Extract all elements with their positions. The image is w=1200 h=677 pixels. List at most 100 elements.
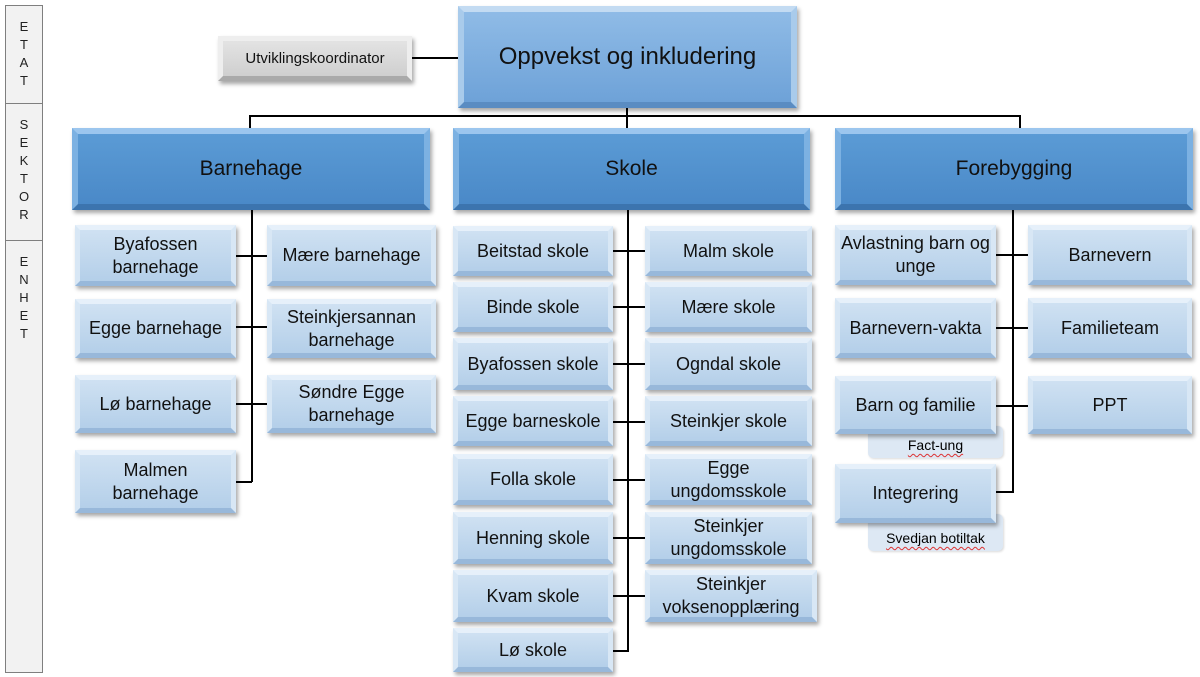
unit-label: Byafossen skole: [467, 353, 599, 374]
connector: [613, 306, 645, 308]
connector: [996, 327, 1028, 329]
unit-label: Byafossen barnehage: [112, 233, 199, 277]
connector: [613, 595, 645, 597]
unit-label: Steinkjer skole: [669, 410, 788, 431]
unit-label: Integrering: [872, 483, 959, 503]
level-sektor: SEKTOR: [5, 103, 43, 241]
connector: [613, 363, 645, 365]
connector: [1019, 115, 1021, 129]
connector: [236, 481, 252, 483]
unit-box: Malmen barnehage: [75, 450, 236, 513]
unit-label: Lø skole: [498, 639, 568, 660]
unit-label: Steinkjer ungdomsskole: [670, 516, 787, 559]
connector: [613, 421, 645, 423]
unit-box: Byafossen barnehage: [75, 225, 236, 286]
top-unit-box: Oppvekst og inkludering: [458, 6, 797, 108]
unit-box: Byafossen skole: [453, 338, 613, 390]
unit-box: Binde skole: [453, 282, 613, 332]
unit-label: Egge barneskole: [465, 410, 601, 431]
unit-box: Søndre Egge barnehage: [267, 375, 436, 433]
connector: [236, 326, 267, 328]
connector: [996, 405, 1028, 407]
unit-box: Steinkjer ungdomsskole: [645, 512, 812, 564]
level-enhet: ENHET: [5, 240, 43, 673]
unit-box: Barnevern: [1028, 225, 1192, 285]
unit-label: Steinkjersannan barnehage: [286, 306, 417, 350]
unit-label: Binde skole: [486, 296, 580, 317]
unit-box: Familieteam: [1028, 298, 1192, 358]
unit-box: Mære skole: [645, 282, 812, 332]
connector: [613, 650, 629, 652]
unit-label: Kvam skole: [486, 585, 580, 606]
unit-label: Malm skole: [682, 240, 775, 261]
connector: [626, 108, 628, 117]
connector: [1012, 210, 1014, 493]
unit-box: Egge barnehage: [75, 299, 236, 358]
unit-label: Familieteam: [1060, 317, 1160, 338]
level-label: ENHET: [19, 254, 29, 341]
coordinator-box: Utviklingskoordinator: [218, 36, 412, 81]
connector: [249, 115, 251, 129]
connector: [249, 115, 1021, 117]
unit-label: Avlastning barn og unge: [841, 233, 990, 276]
unit-box: Lø skole: [453, 628, 613, 672]
unit-label: Lø barnehage: [99, 393, 212, 414]
unit-box: Ogndal skole: [645, 338, 812, 390]
sector-skole: Skole: [453, 128, 810, 210]
unit-label: PPT: [1092, 394, 1128, 415]
connector: [236, 255, 267, 257]
connector: [996, 491, 1014, 493]
unit-box: Integrering: [835, 464, 996, 523]
unit-label: Egge ungdomsskole: [670, 457, 787, 501]
unit-label: Steinkjer voksenopplæring: [662, 574, 800, 617]
coordinator-label: Utviklingskoordinator: [245, 50, 385, 67]
connector: [412, 57, 458, 59]
top-unit-label: Oppvekst og inkludering: [498, 43, 757, 70]
unit-box: Kvam skole: [453, 570, 613, 622]
connector: [613, 250, 645, 252]
unit-label: Mære barnehage: [282, 245, 421, 265]
unit-label: Søndre Egge barnehage: [298, 382, 405, 425]
level-etat: ETAT: [5, 5, 43, 104]
sector-label: Forebygging: [955, 157, 1073, 180]
unit-box: Egge barneskole: [453, 396, 613, 446]
level-label: SEKTOR: [19, 117, 30, 222]
unit-box: Egge ungdomsskole: [645, 454, 812, 505]
unit-label: Beitstad skole: [476, 240, 590, 261]
unit-box: Steinkjersannan barnehage: [267, 299, 436, 358]
connector: [626, 115, 628, 129]
connector: [996, 254, 1028, 256]
sector-label: Barnehage: [199, 157, 303, 180]
unit-box: Avlastning barn og unge: [835, 225, 996, 285]
unit-label: Ogndal skole: [675, 353, 782, 374]
unit-box: Steinkjer skole: [645, 396, 812, 446]
connector: [613, 479, 645, 481]
sector-barnehage: Barnehage: [72, 128, 430, 210]
connector: [236, 403, 267, 405]
unit-box: Steinkjer voksenopplæring: [645, 570, 817, 622]
sector-label: Skole: [605, 157, 658, 180]
sector-forebygging: Forebygging: [835, 128, 1193, 210]
unit-box: Barnevern-vakta: [835, 298, 996, 358]
unit-label: Barnevern-vakta: [849, 317, 982, 338]
unit-label: Barnevern: [1068, 244, 1152, 265]
connector: [251, 210, 253, 482]
unit-box: Malm skole: [645, 226, 812, 276]
unit-label: Egge barnehage: [88, 318, 223, 338]
unit-label: Henning skole: [475, 527, 591, 548]
connector: [627, 210, 629, 651]
unit-label: Malmen barnehage: [112, 459, 199, 503]
subunit-label: Fact-ung: [907, 437, 964, 453]
unit-box: Lø barnehage: [75, 375, 236, 433]
unit-box: Folla skole: [453, 454, 613, 505]
subunit-label: Svedjan botiltak: [886, 530, 985, 546]
unit-box: PPT: [1028, 376, 1192, 434]
unit-box: Barn og familie: [835, 376, 996, 434]
unit-label: Folla skole: [489, 469, 577, 489]
unit-label: Mære skole: [681, 296, 776, 317]
unit-box: Mære barnehage: [267, 225, 436, 286]
unit-box: Henning skole: [453, 512, 613, 564]
level-label: ETAT: [19, 19, 29, 88]
unit-box: Beitstad skole: [453, 226, 613, 276]
